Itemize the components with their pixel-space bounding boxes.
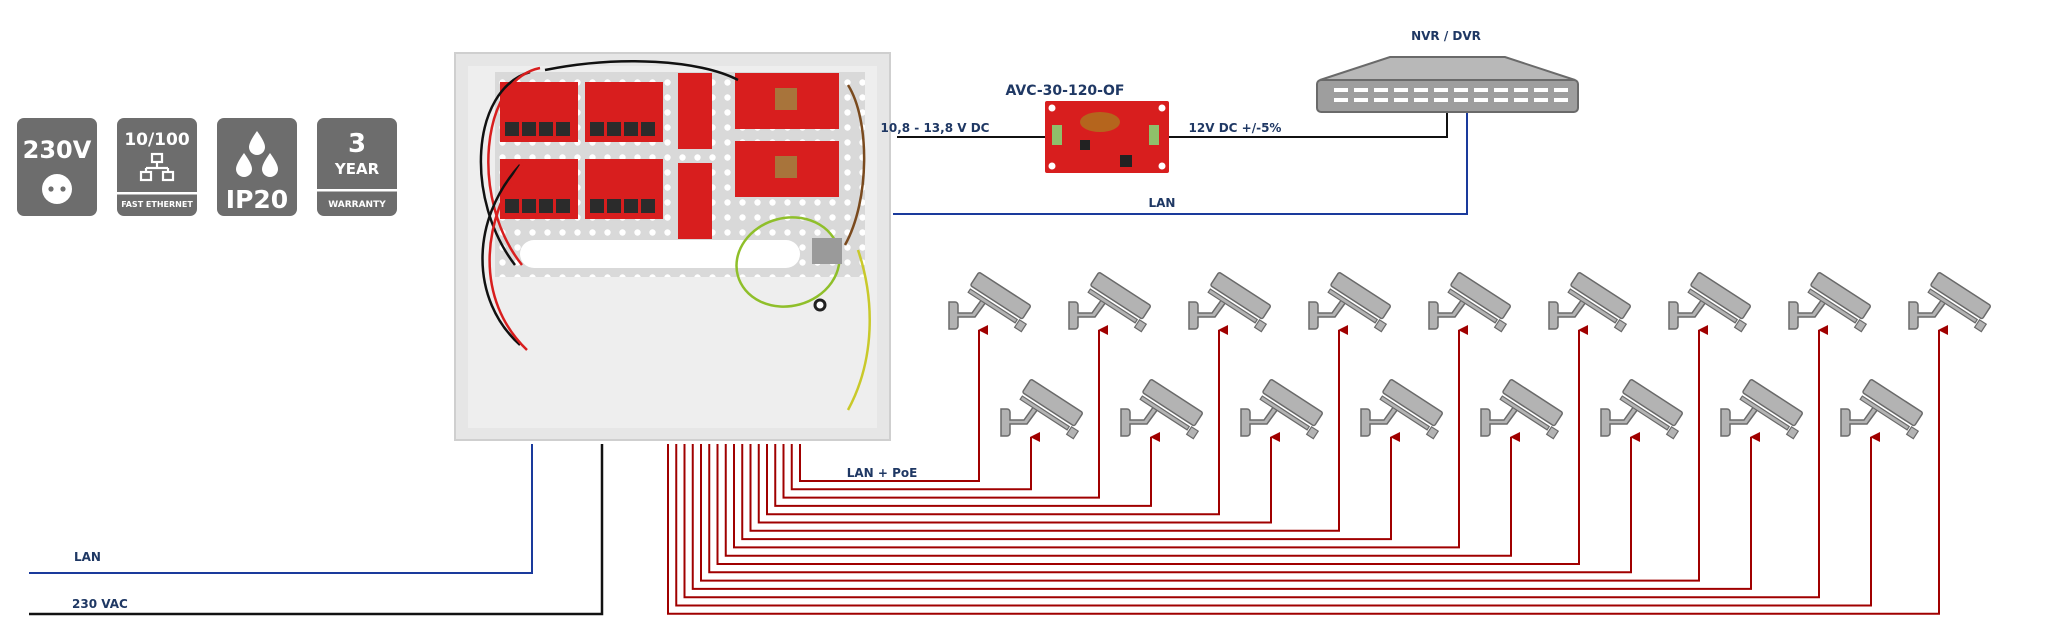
camera-icon-upper-11 (1548, 271, 1637, 333)
poe-cable-9 (733, 325, 1468, 549)
nvr-label: NVR / DVR (1411, 29, 1481, 43)
camera-icon-upper-3 (1068, 271, 1157, 333)
lan-input-line (29, 444, 533, 574)
camera-icon-upper-17 (1908, 271, 1997, 333)
power-socket-icon (42, 174, 72, 204)
dc-converter-board (678, 73, 712, 239)
water-drops-icon (236, 131, 278, 177)
camera-icon-lower-16 (1840, 378, 1929, 440)
poe-cable-3 (782, 325, 1108, 499)
network-icon (139, 152, 175, 182)
badge-ip20: IP20 (217, 118, 297, 216)
converter-model-label: AVC-30-120-OF (1006, 83, 1125, 99)
camera-icon-upper-15 (1788, 271, 1877, 333)
enclosure (454, 52, 891, 441)
camera-icon-lower-12 (1600, 378, 1689, 440)
poe-cable-16 (675, 432, 1880, 607)
poe-cable-6 (757, 432, 1280, 524)
poe-cable-10 (724, 432, 1520, 557)
poe-cable-2 (790, 432, 1040, 491)
poe-cable-7 (749, 325, 1348, 532)
poe-cable-4 (774, 432, 1160, 507)
camera-icon-upper-7 (1308, 271, 1397, 333)
camera-icon-upper-9 (1428, 271, 1517, 333)
feature-badges: 230V 10/100 FAST ETHERNET (17, 118, 397, 216)
poe-cable-12 (708, 432, 1640, 574)
dc-output-label: 12V DC +/-5% (1189, 121, 1282, 135)
badge-ethernet-caption: FAST ETHERNET (121, 200, 193, 209)
camera-icon-lower-8 (1360, 378, 1449, 440)
badge-230v: 230V (17, 118, 97, 216)
poe-cable-5 (766, 325, 1228, 516)
poe-cable-13 (700, 325, 1708, 582)
mains-terminal (812, 238, 842, 264)
badge-warranty: 3 YEAR WARRANTY (317, 118, 397, 216)
lan-uplink-label: LAN (1149, 196, 1176, 210)
lan-uplink-line (893, 113, 1468, 215)
cable-slot (520, 240, 800, 268)
poe-cable-11 (716, 325, 1588, 565)
badge-ethernet-speed: 10/100 (124, 130, 190, 150)
cameras (948, 271, 1997, 440)
avc-converter-module (1045, 101, 1169, 173)
badge-ip-rating: IP20 (226, 185, 288, 214)
poe-switch-board (500, 82, 663, 219)
badge-warranty-caption: WARRANTY (328, 200, 386, 210)
poe-cable-1 (799, 325, 988, 482)
badge-fast-ethernet: 10/100 FAST ETHERNET (117, 118, 197, 216)
camera-icon-upper-1 (948, 271, 1037, 333)
power-supply-board (735, 73, 839, 197)
nvr-dvr-device (1316, 56, 1579, 113)
camera-icon-upper-5 (1188, 271, 1277, 333)
poe-cable-15 (683, 325, 1828, 599)
camera-icon-lower-10 (1480, 378, 1569, 440)
camera-icon-lower-6 (1240, 378, 1329, 440)
badge-warranty-unit: YEAR (334, 160, 380, 178)
badge-230v-text: 230V (23, 136, 92, 164)
lan-input-label: LAN (74, 550, 101, 564)
camera-icon-lower-2 (1000, 378, 1089, 440)
dc-input-label: 10,8 - 13,8 V DC (881, 121, 990, 135)
camera-icon-lower-4 (1120, 378, 1209, 440)
poe-cable-14 (691, 432, 1760, 590)
poe-cables (667, 325, 1948, 615)
mains-input-line (29, 444, 604, 616)
poe-label: LAN + PoE (847, 466, 918, 480)
mains-input-label: 230 VAC (72, 597, 128, 611)
badge-warranty-years: 3 (348, 129, 366, 159)
poe-cable-17 (667, 325, 1948, 615)
camera-icon-upper-13 (1668, 271, 1757, 333)
poe-cable-8 (741, 432, 1400, 541)
dc-output-line (1169, 113, 1448, 138)
camera-icon-lower-14 (1720, 378, 1809, 440)
